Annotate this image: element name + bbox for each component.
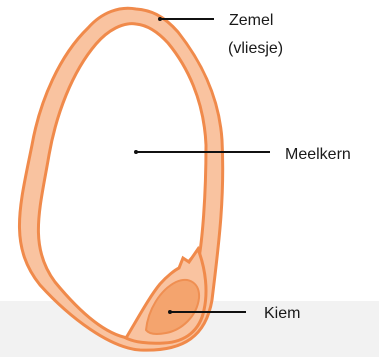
germ-label: Kiem (264, 305, 300, 322)
endosperm-label: Meelkern (285, 146, 351, 163)
bran-label-line2: (vliesje) (228, 40, 283, 57)
bran-label-line1: Zemel (229, 12, 273, 29)
germ-leader-dot (168, 310, 172, 314)
bran-leader-dot (158, 17, 162, 21)
endosperm-leader-dot (134, 150, 138, 154)
